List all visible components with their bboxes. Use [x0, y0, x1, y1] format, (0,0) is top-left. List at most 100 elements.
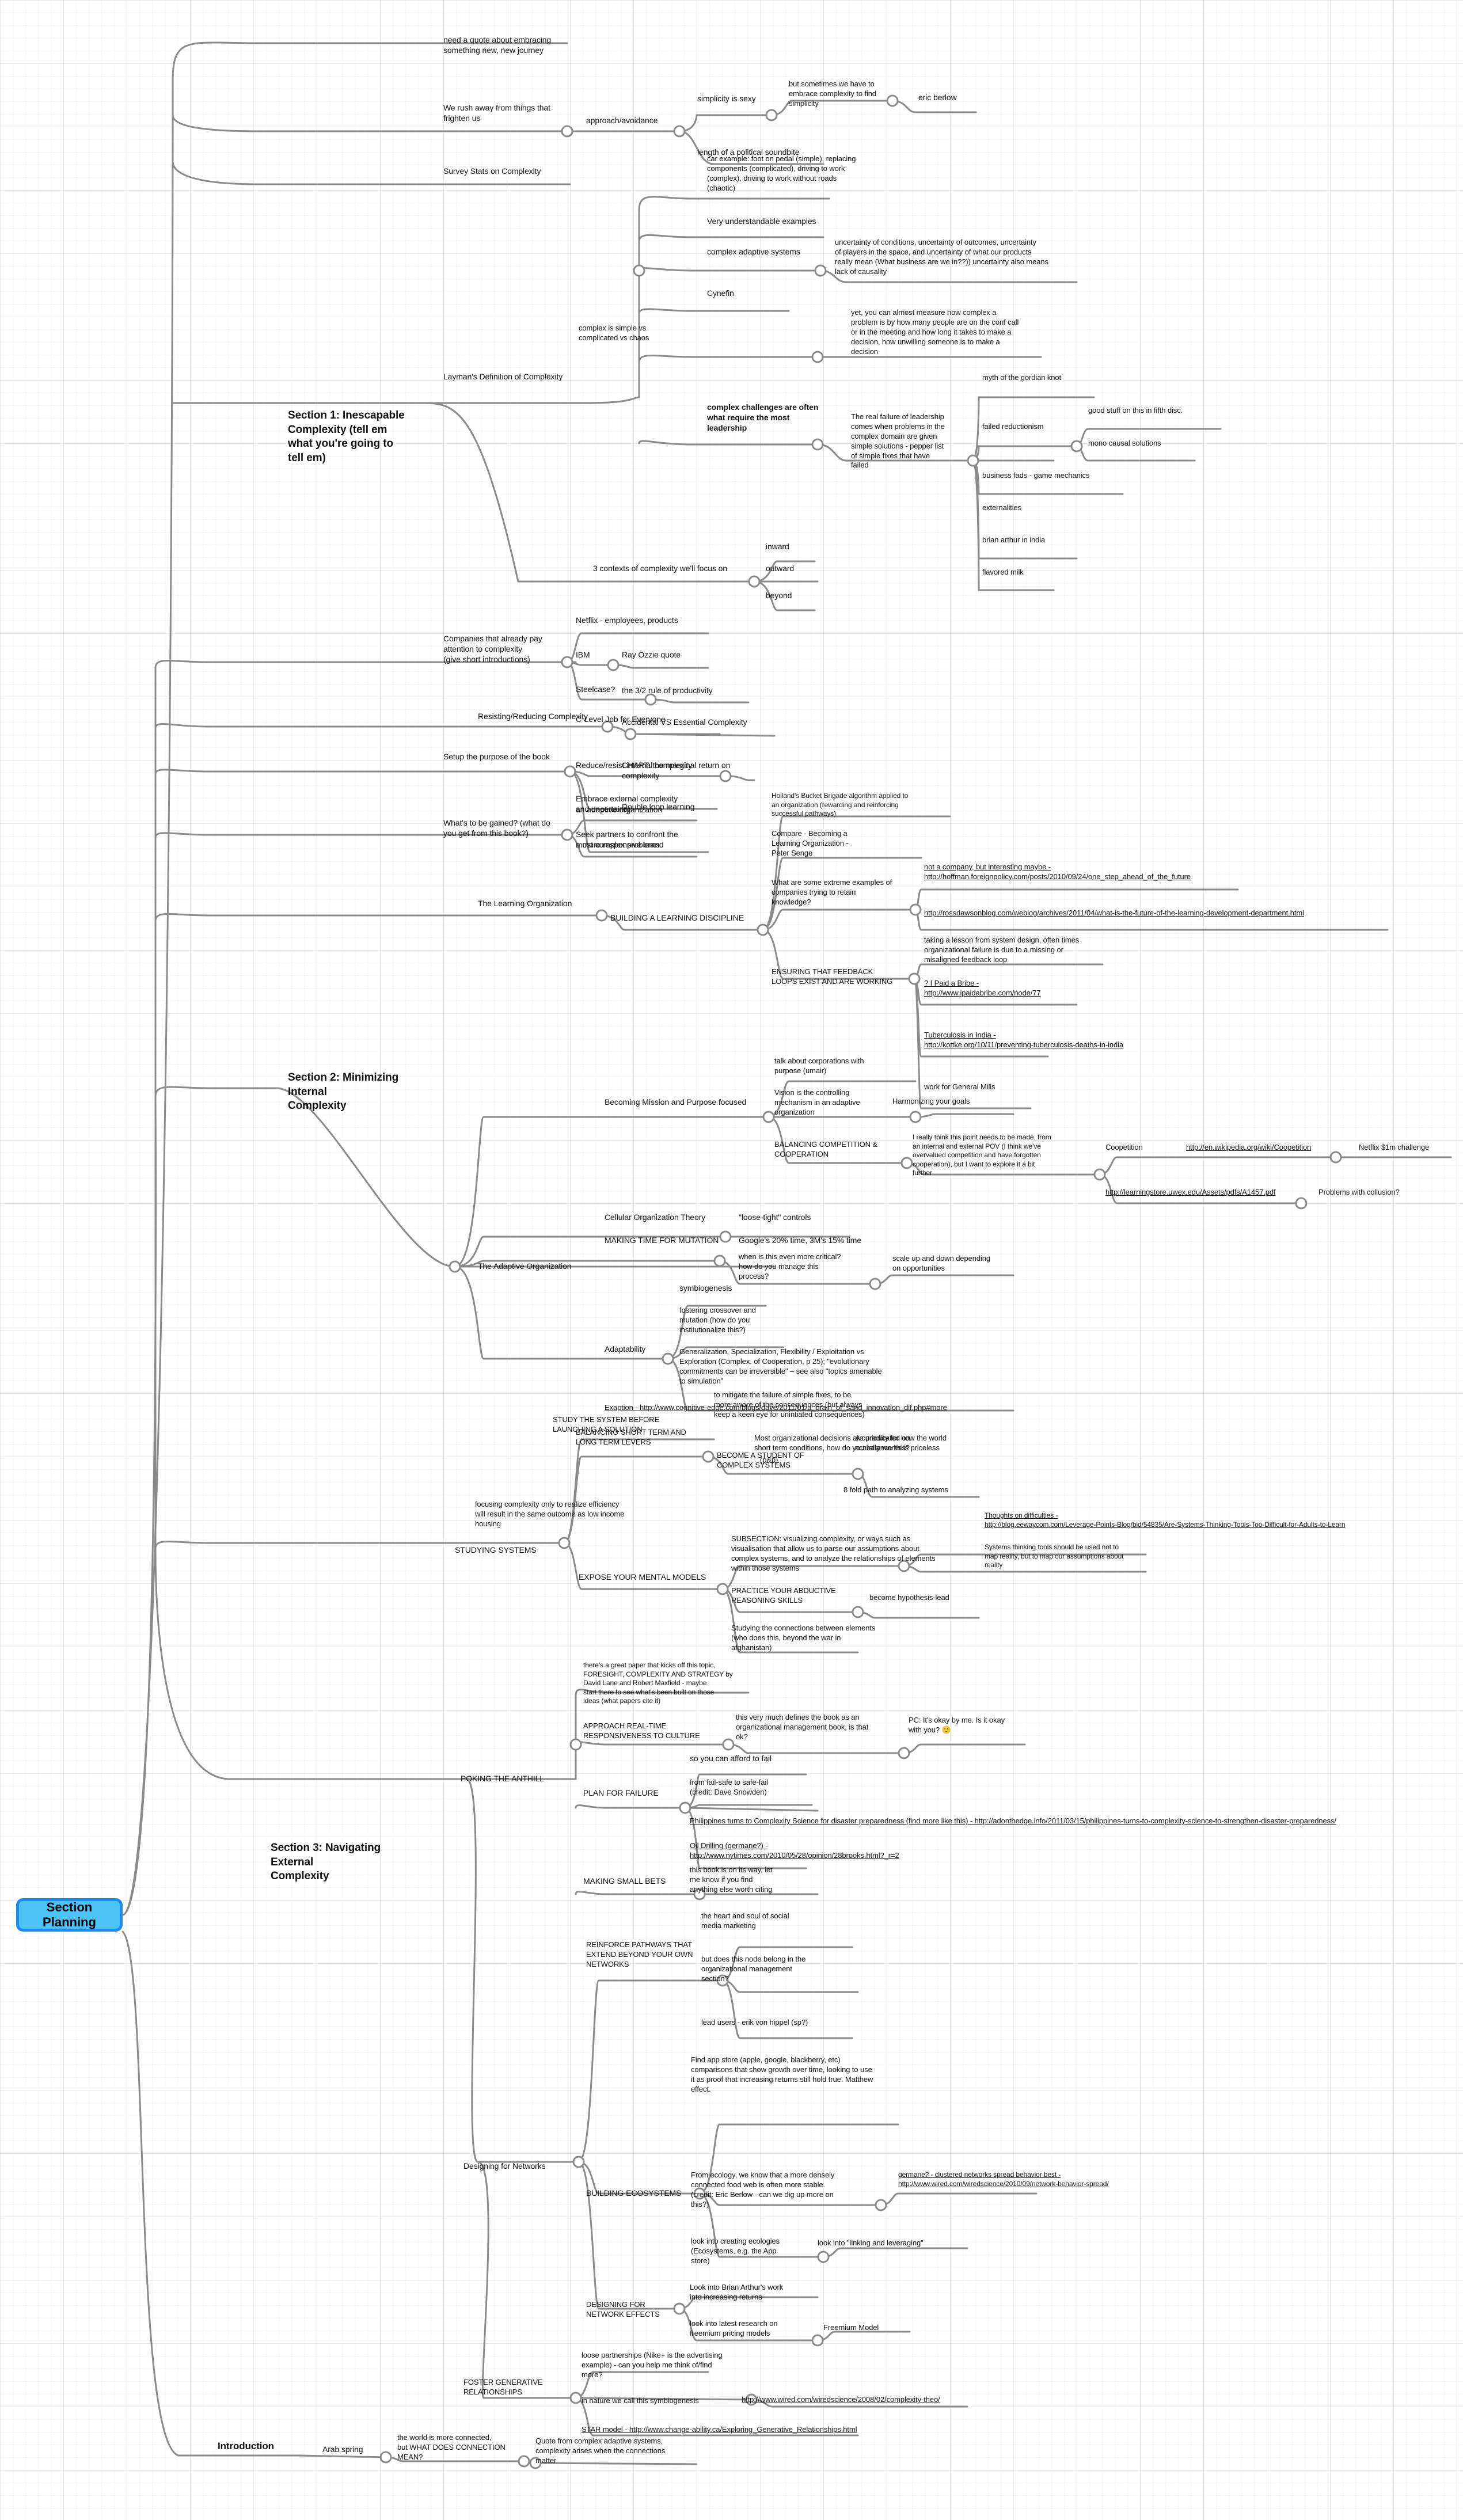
mindmap-node[interactable]: IBM [576, 650, 590, 659]
mindmap-node[interactable]: Tuberculosis in India - http://kottke.or… [924, 1031, 1124, 1049]
mindmap-node[interactable]: business fads - game mechanics [982, 471, 1090, 480]
mindmap-node[interactable]: but sometimes we have to embrace complex… [789, 79, 877, 108]
mindmap-node[interactable]: an adaptive organization [576, 805, 663, 814]
mindmap-node[interactable]: but does this node belong in the organiz… [701, 1955, 806, 1983]
mindmap-node[interactable]: loose partnerships (Nike+ is the adverti… [582, 2351, 723, 2379]
mindmap-node[interactable]: length of a political soundbite [697, 147, 800, 157]
mindmap-node[interactable]: so you can afford to fail [690, 1754, 772, 1763]
mindmap-node[interactable]: PLAN FOR FAILURE [583, 1788, 659, 1797]
mindmap-node[interactable]: What are some extreme examples of compan… [772, 878, 892, 906]
mindmap-node[interactable]: Ray Ozzie quote [622, 650, 681, 659]
mindmap-node[interactable]: Most organizational decisions are predic… [754, 1434, 910, 1452]
mindmap-node[interactable]: outward [766, 564, 795, 573]
mindmap-node[interactable]: We rush away from things that frighten u… [443, 103, 550, 123]
mindmap-node[interactable]: EXPOSE YOUR MENTAL MODELS [579, 1572, 706, 1582]
mindmap-node[interactable]: a more responsive brand [576, 840, 664, 849]
mindmap-node[interactable]: BUILDING ECOSYSTEMS [586, 2188, 682, 2198]
mindmap-node[interactable]: focusing complexity only to realize effi… [475, 1500, 625, 1528]
mindmap-node[interactable]: 3 contexts of complexity we'll focus on [593, 564, 727, 573]
mindmap-node[interactable]: taking a lesson from system design, ofte… [924, 936, 1080, 964]
mindmap-node[interactable]: (p&p) [760, 1455, 778, 1464]
root-node[interactable]: Section Planning [16, 1898, 123, 1932]
mindmap-node[interactable]: Survey Stats on Complexity [443, 166, 541, 176]
mindmap-node[interactable]: to mitigate the failure of simple fixes,… [714, 1390, 865, 1419]
mindmap-node[interactable]: good stuff on this in fifth disc. [1088, 406, 1183, 415]
mindmap-node[interactable]: the world is more connected, but WHAT DO… [397, 2433, 506, 2461]
mindmap-node[interactable]: look into latest research on freemium pr… [690, 2319, 778, 2337]
mindmap-node[interactable]: Steelcase? [576, 685, 615, 694]
mindmap-node[interactable]: Adaptability [605, 1344, 646, 1354]
mindmap-node[interactable]: Philippines turns to Complexity Science … [690, 1816, 1336, 1825]
mindmap-node[interactable]: Section 1: Inescapable Complexity (tell … [288, 409, 405, 465]
mindmap-node[interactable]: The Learning Organization [478, 899, 572, 908]
mindmap-node[interactable]: fostering crossover and mutation (how do… [679, 1306, 756, 1334]
mindmap-node[interactable]: Cellular Organization Theory [605, 1213, 706, 1222]
mindmap-node[interactable]: Compare - Becoming a Learning Organizati… [772, 829, 849, 857]
mindmap-node[interactable]: Section 3: Navigating External Complexit… [271, 1842, 381, 1883]
mindmap-node[interactable]: Companies that already pay attention to … [443, 634, 542, 664]
mindmap-node[interactable]: Becoming Mission and Purpose focused [605, 1097, 747, 1107]
mindmap-node[interactable]: Vision is the controlling mechanism in a… [774, 1088, 860, 1116]
mindmap-node[interactable]: talk about corporations with purpose (um… [774, 1056, 864, 1075]
mindmap-node[interactable]: CHART: the marginal return on complexity [622, 761, 731, 781]
mindmap-node[interactable]: Netflix - employees, products [576, 615, 678, 625]
mindmap-node[interactable]: this book is on its way, let me know if … [690, 1865, 773, 1894]
mindmap-node[interactable]: look into creating ecologies (Ecosystems… [691, 2237, 780, 2265]
mindmap-node[interactable]: Seek partners to confront the most compl… [576, 830, 678, 850]
mindmap-node[interactable]: this very much defines the book as an or… [736, 1713, 869, 1741]
mindmap-node[interactable]: scale up and down depending on opportuni… [892, 1254, 991, 1272]
mindmap-node[interactable]: complex challenges are often what requir… [707, 402, 819, 433]
mindmap-node[interactable]: Netflix $1m challenge [1359, 1143, 1430, 1151]
mindmap-node[interactable]: BUILDING A LEARNING DISCIPLINE [610, 913, 744, 922]
mindmap-node[interactable]: PRACTICE YOUR ABDUCTIVE REASONING SKILLS [731, 1586, 836, 1605]
mindmap-node[interactable]: C-Level Job for Everyone [576, 714, 666, 724]
mindmap-node[interactable]: Cynefin [707, 288, 734, 298]
mindmap-node[interactable]: BECOME A STUDENT OF COMPLEX SYSTEMS [717, 1451, 804, 1469]
mindmap-node[interactable]: Harmonizing your goals [892, 1097, 970, 1105]
mindmap-node[interactable]: the 3/2 rule of productivity [622, 686, 713, 695]
mindmap-node[interactable]: Look into Brian Arthur's work into incre… [690, 2283, 784, 2301]
mindmap-node[interactable]: SUBSECTION: visualizing complexity, or w… [731, 1534, 936, 1572]
mindmap-node[interactable]: beyond [766, 591, 792, 600]
mindmap-node[interactable]: BALANCING COMPETITION & COOPERATION [774, 1140, 878, 1158]
mindmap-node[interactable]: car example: foot on pedal (simple), rep… [707, 154, 856, 192]
mindmap-node[interactable]: brian arthur in india [982, 535, 1046, 544]
mindmap-node[interactable]: complex adaptive systems [707, 247, 800, 256]
mindmap-node[interactable]: The real failure of leadership comes whe… [851, 412, 945, 470]
mindmap-node[interactable]: Holland's Bucket Brigade algorithm appli… [772, 792, 909, 818]
mindmap-node[interactable]: Find app store (apple, google, blackberr… [691, 2055, 873, 2093]
mindmap-node[interactable]: eric berlow [918, 93, 957, 102]
mindmap-node[interactable]: Double loop learning [622, 802, 695, 811]
mindmap-node[interactable]: Reduce/resist internal complexity [576, 761, 693, 770]
mindmap-node[interactable]: I really think this point needs to be ma… [913, 1133, 1051, 1177]
mindmap-node[interactable]: STUDY THE SYSTEM BEFORE LAUNCHING A SOLU… [553, 1415, 660, 1434]
mindmap-node[interactable]: symbiogenesis [679, 1283, 732, 1293]
mindmap-node[interactable]: become hypothesis-lead [869, 1593, 949, 1602]
mindmap-node[interactable]: "loose-tight" controls [739, 1213, 811, 1222]
mindmap-node[interactable]: The Adaptive Organization [478, 1261, 572, 1271]
mindmap-node[interactable]: 8 fold path to analyzing systems [843, 1485, 948, 1494]
mindmap-node[interactable]: in nature we call this symbiogenesis [582, 2396, 699, 2405]
mindmap-node[interactable]: What's to be gained? (what do you get fr… [443, 818, 550, 838]
mindmap-node[interactable]: work for General Mills [924, 1082, 995, 1091]
mindmap-node[interactable]: the heart and soul of social media marke… [701, 1911, 789, 1930]
mindmap-node[interactable]: Layman's Definition of Complexity [443, 372, 563, 381]
mindmap-node[interactable]: Thoughts on difficulties - http://blog.e… [985, 1511, 1346, 1529]
mindmap-node[interactable]: Setup the purpose of the book [443, 752, 550, 761]
mindmap-node[interactable]: look into "linking and leveraging" [818, 2238, 924, 2247]
mindmap-node[interactable]: ENSURING THAT FEEDBACK LOOPS EXIST AND A… [772, 967, 893, 986]
mindmap-node[interactable]: APPROACH REAL-TIME RESPONSIVENESS TO CUL… [583, 1721, 700, 1740]
mindmap-node[interactable]: simplicity is sexy [697, 94, 756, 103]
mindmap-node[interactable]: MAKING TIME FOR MUTATION [605, 1236, 719, 1245]
mindmap-node[interactable]: Introduction [218, 2441, 274, 2451]
mindmap-node[interactable]: STUDYING SYSTEMS [455, 1545, 537, 1554]
mindmap-node[interactable]: flavored milk [982, 568, 1024, 576]
mindmap-node[interactable]: myth of the gordian knot [982, 373, 1062, 382]
mindmap-node[interactable]: POKING THE ANTHILL [461, 1774, 544, 1783]
mindmap-node[interactable]: Google's 20% time, 3M's 15% time [739, 1236, 862, 1245]
mindmap-node[interactable]: ? I Paid a Bribe - http://www.ipaidabrib… [924, 979, 1041, 997]
mindmap-node[interactable]: Resisting/Reducing Complexity [478, 712, 588, 721]
mindmap-node[interactable]: germane? - clustered networks spread beh… [898, 2171, 1109, 2188]
mindmap-node[interactable]: Accidental VS Essential Complexity [622, 717, 747, 727]
mindmap-node[interactable]: failed reductionism [982, 422, 1044, 431]
